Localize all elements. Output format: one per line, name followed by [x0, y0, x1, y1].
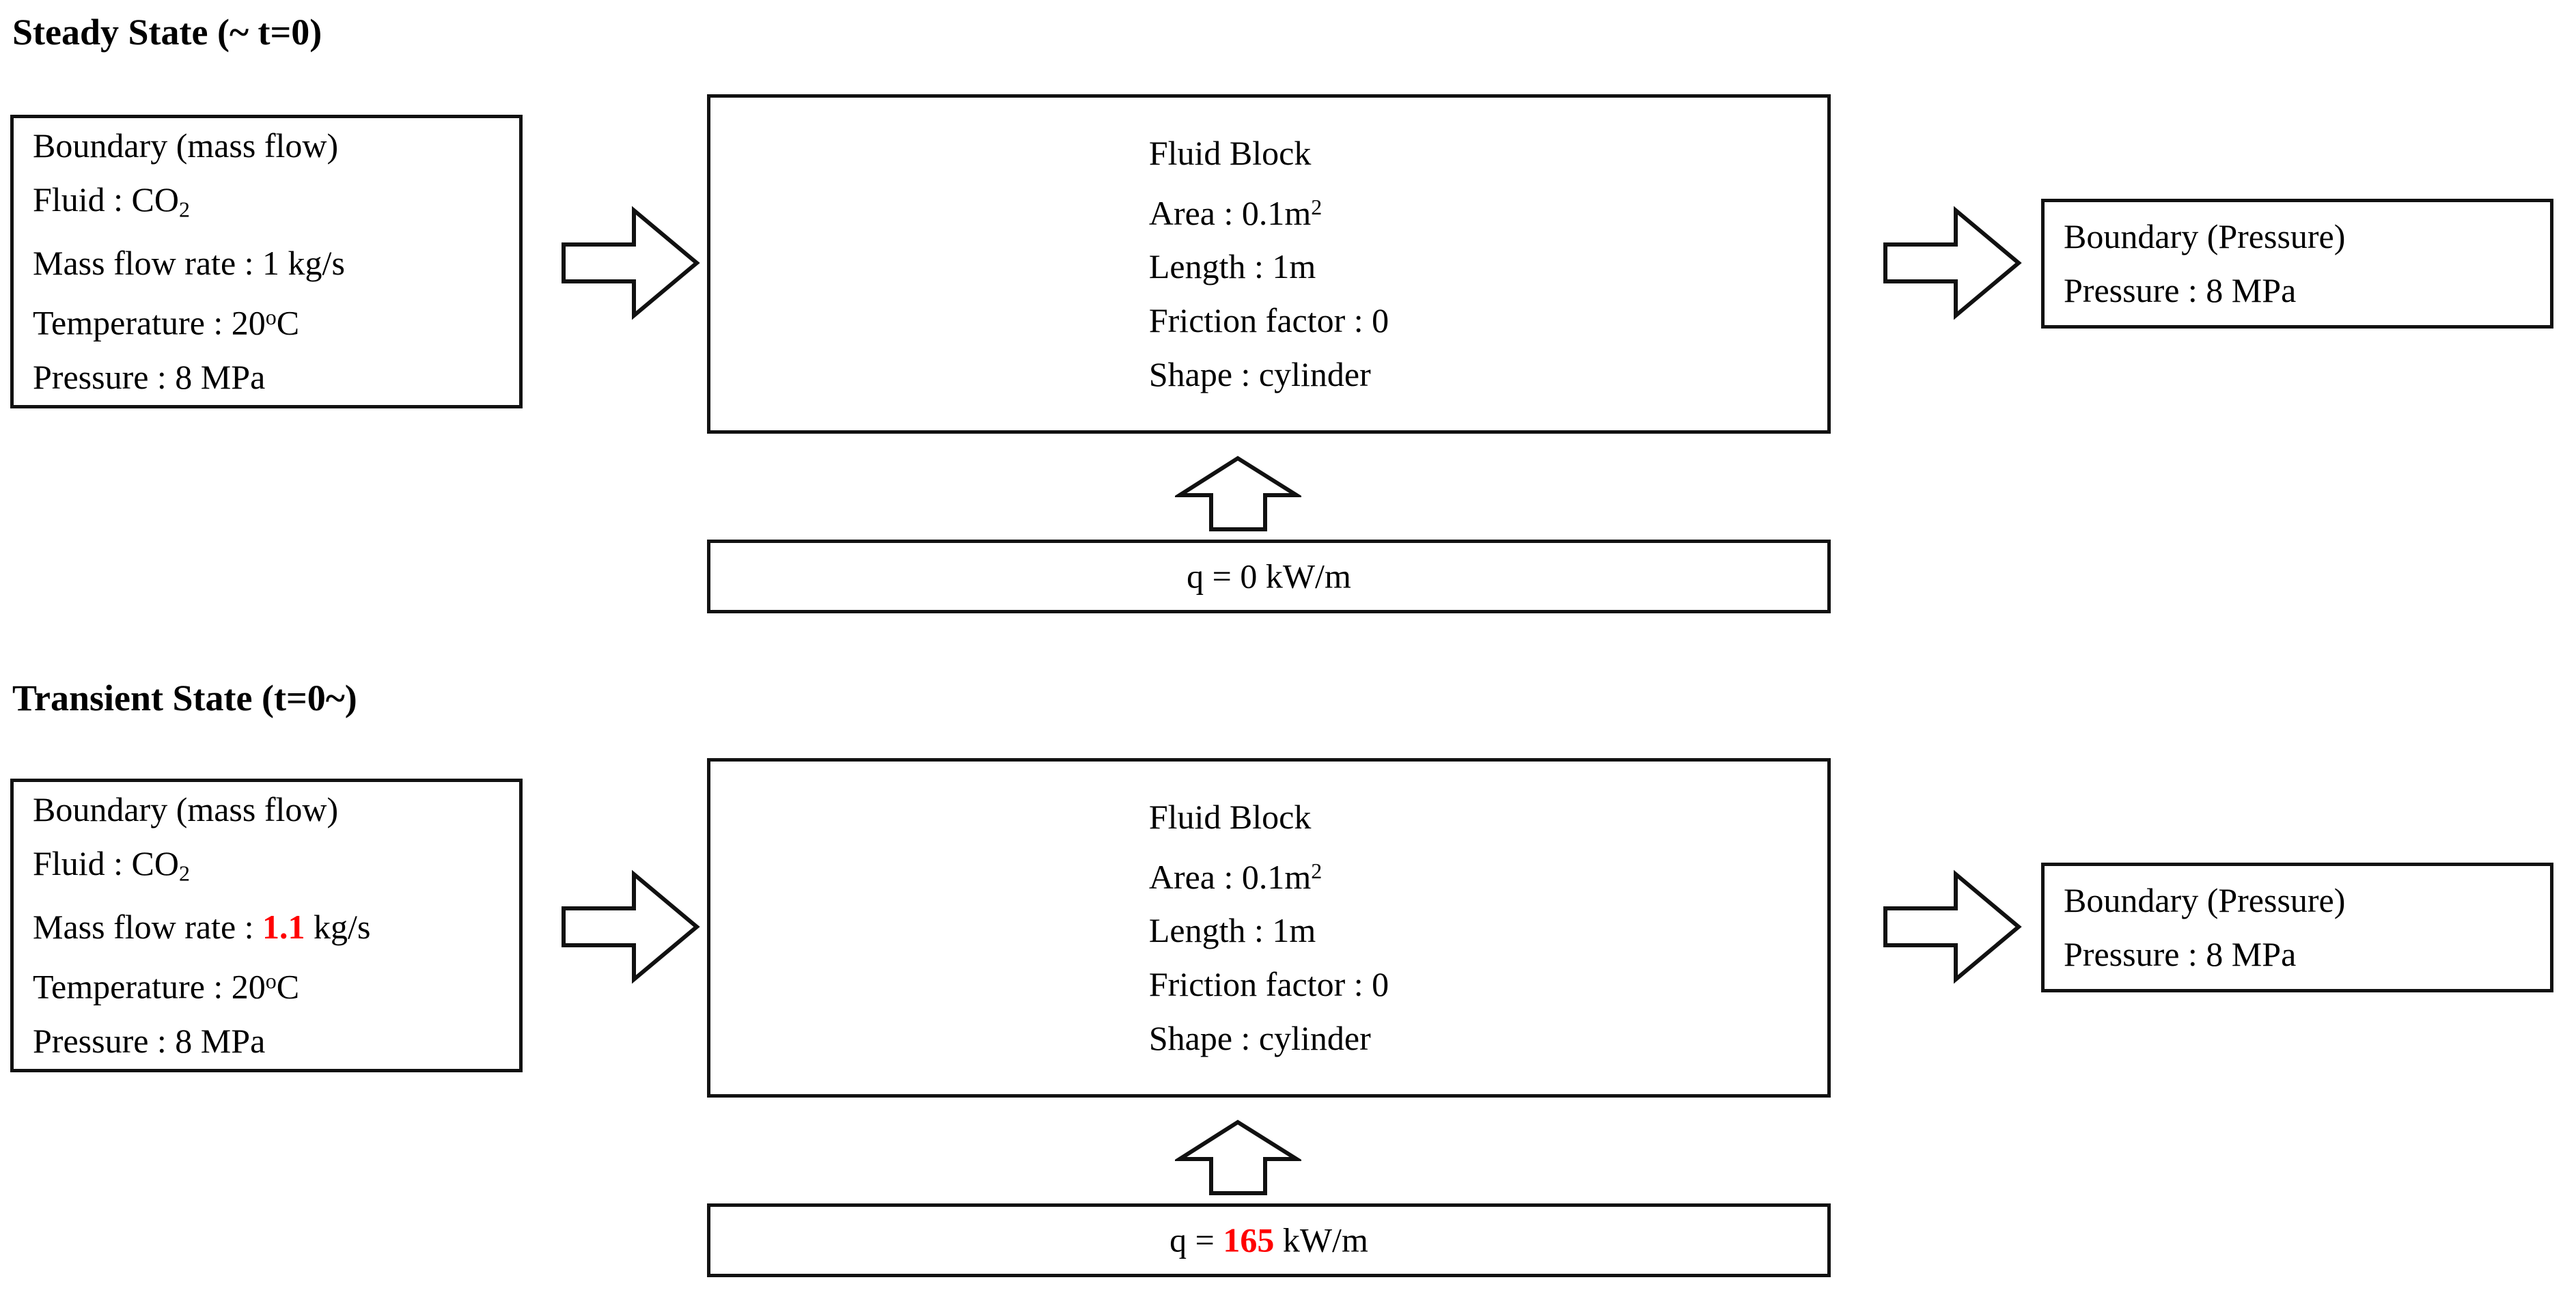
transient-inlet-fluid-label: Fluid : CO	[33, 843, 179, 882]
steady-fluid-block-content: Fluid Block Area : 0.1m2 Length : 1m Fri…	[710, 126, 1827, 402]
transient-fluid-block-title: Fluid Block	[1148, 797, 1312, 836]
steady-fluid-block-area-label: Area : 0.1m	[1148, 193, 1312, 232]
steady-fluid-block-lines: Fluid Block Area : 0.1m2 Length : 1m Fri…	[1149, 126, 1389, 402]
steady-heat-flux-content: q = 0 kW/m	[710, 550, 1827, 604]
steady-fluid-block-title: Fluid Block	[1148, 133, 1312, 172]
transient-heat-flux-prefix: q =	[1169, 1221, 1223, 1259]
transient-fluid-block-area-label: Area : 0.1m	[1148, 857, 1312, 896]
transient-heat-flux-value: 165	[1223, 1221, 1275, 1259]
steady-fluid-block-area-superscript: 2	[1311, 194, 1322, 219]
steady-outlet-flow-arrow-right-icon	[1882, 205, 2022, 321]
transient-fluid-block-shape: Shape : cylinder	[1148, 1019, 1371, 1058]
transient-fluid-block-length: Length : 1m	[1148, 911, 1316, 950]
steady-inlet-massflow-value: 1	[262, 244, 280, 283]
steady-heat-flux-bar: q = 0 kW/m	[707, 540, 1831, 613]
steady-inlet-flow-arrow-right-icon	[560, 205, 700, 321]
steady-inlet-fluid-subscript: 2	[178, 197, 190, 222]
transient-inlet-temperature-degree: o	[265, 968, 277, 994]
steady-heat-flux-value: 0	[1240, 557, 1258, 596]
transient-inlet-massflow-label: Mass flow rate :	[33, 908, 263, 947]
transient-inlet-temperature: Temperature : 20oC	[33, 954, 512, 1014]
transient-outlet-boundary-box: Boundary (Pressure) Pressure : 8 MPa	[2041, 863, 2553, 992]
steady-inlet-content: Boundary (mass flow) Fluid : CO2 Mass fl…	[33, 119, 512, 404]
transient-fluid-block-content: Fluid Block Area : 0.1m2 Length : 1m Fri…	[710, 790, 1827, 1066]
steady-inlet-temperature-label: Temperature : 20	[33, 304, 266, 343]
steady-inlet-temperature: Temperature : 20oC	[33, 290, 512, 350]
transient-inlet-header: Boundary (mass flow)	[33, 790, 339, 828]
transient-inlet-massflow: Mass flow rate : 1.1 kg/s	[33, 900, 512, 954]
steady-fluid-block-friction: Friction factor : 0	[1148, 301, 1389, 340]
transient-outlet-content: Boundary (Pressure) Pressure : 8 MPa	[2064, 874, 2543, 981]
transient-inlet-fluid: Fluid : CO2	[33, 837, 512, 900]
steady-outlet-boundary-box: Boundary (Pressure) Pressure : 8 MPa	[2041, 199, 2553, 329]
transient-inlet-temperature-unit: C	[276, 968, 300, 1007]
steady-outlet-pressure: Pressure : 8 MPa	[2064, 271, 2297, 309]
steady-state-title: Steady State (~ t=0)	[12, 12, 322, 53]
transient-inlet-fluid-subscript: 2	[178, 861, 190, 886]
steady-outlet-header: Boundary (Pressure)	[2064, 217, 2346, 255]
steady-fluid-block-area: Area : 0.1m2	[1149, 180, 1389, 240]
steady-outlet-content: Boundary (Pressure) Pressure : 8 MPa	[2064, 210, 2543, 318]
transient-heat-flux-text: q = 165 kW/m	[710, 1214, 1827, 1268]
transient-fluid-block-box: Fluid Block Area : 0.1m2 Length : 1m Fri…	[707, 758, 1831, 1098]
steady-inlet-fluid: Fluid : CO2	[33, 173, 512, 236]
transient-heat-flux-bar: q = 165 kW/m	[707, 1203, 1831, 1277]
transient-outlet-pressure: Pressure : 8 MPa	[2064, 935, 2297, 973]
steady-inlet-massflow: Mass flow rate : 1 kg/s	[33, 236, 512, 290]
transient-inlet-pressure: Pressure : 8 MPa	[33, 1022, 266, 1061]
steady-inlet-pressure: Pressure : 8 MPa	[33, 358, 266, 397]
transient-inlet-massflow-value: 1.1	[262, 908, 305, 947]
steady-inlet-massflow-label: Mass flow rate :	[33, 244, 263, 283]
transient-state-title: Transient State (t=0~)	[12, 678, 357, 719]
steady-heat-arrow-up-icon	[1175, 454, 1301, 533]
steady-fluid-block-length: Length : 1m	[1148, 247, 1316, 286]
steady-inlet-temperature-unit: C	[276, 304, 300, 343]
transient-outlet-header: Boundary (Pressure)	[2064, 881, 2346, 919]
steady-inlet-temperature-degree: o	[265, 305, 277, 330]
transient-heat-arrow-up-icon	[1175, 1118, 1301, 1197]
transient-inlet-temperature-label: Temperature : 20	[33, 968, 266, 1007]
steady-inlet-massflow-unit: kg/s	[279, 244, 345, 283]
transient-fluid-block-area: Area : 0.1m2	[1149, 844, 1389, 904]
transient-fluid-block-lines: Fluid Block Area : 0.1m2 Length : 1m Fri…	[1149, 790, 1389, 1066]
transient-inlet-boundary-box: Boundary (mass flow) Fluid : CO2 Mass fl…	[10, 779, 523, 1072]
transient-inlet-massflow-unit: kg/s	[305, 908, 371, 947]
steady-heat-flux-prefix: q =	[1187, 557, 1241, 596]
steady-inlet-boundary-box: Boundary (mass flow) Fluid : CO2 Mass fl…	[10, 115, 523, 408]
transient-fluid-block-area-superscript: 2	[1311, 858, 1322, 883]
transient-inlet-content: Boundary (mass flow) Fluid : CO2 Mass fl…	[33, 783, 512, 1068]
transient-heat-flux-content: q = 165 kW/m	[710, 1214, 1827, 1268]
steady-heat-flux-text: q = 0 kW/m	[710, 550, 1827, 604]
steady-heat-flux-unit: kW/m	[1257, 557, 1351, 596]
transient-heat-flux-unit: kW/m	[1274, 1221, 1368, 1259]
steady-fluid-block-box: Fluid Block Area : 0.1m2 Length : 1m Fri…	[707, 94, 1831, 434]
transient-outlet-flow-arrow-right-icon	[1882, 869, 2022, 985]
transient-fluid-block-friction: Friction factor : 0	[1148, 965, 1389, 1004]
steady-inlet-fluid-label: Fluid : CO	[33, 180, 179, 219]
steady-fluid-block-shape: Shape : cylinder	[1148, 355, 1371, 394]
steady-inlet-header: Boundary (mass flow)	[33, 126, 339, 165]
transient-inlet-flow-arrow-right-icon	[560, 869, 700, 985]
